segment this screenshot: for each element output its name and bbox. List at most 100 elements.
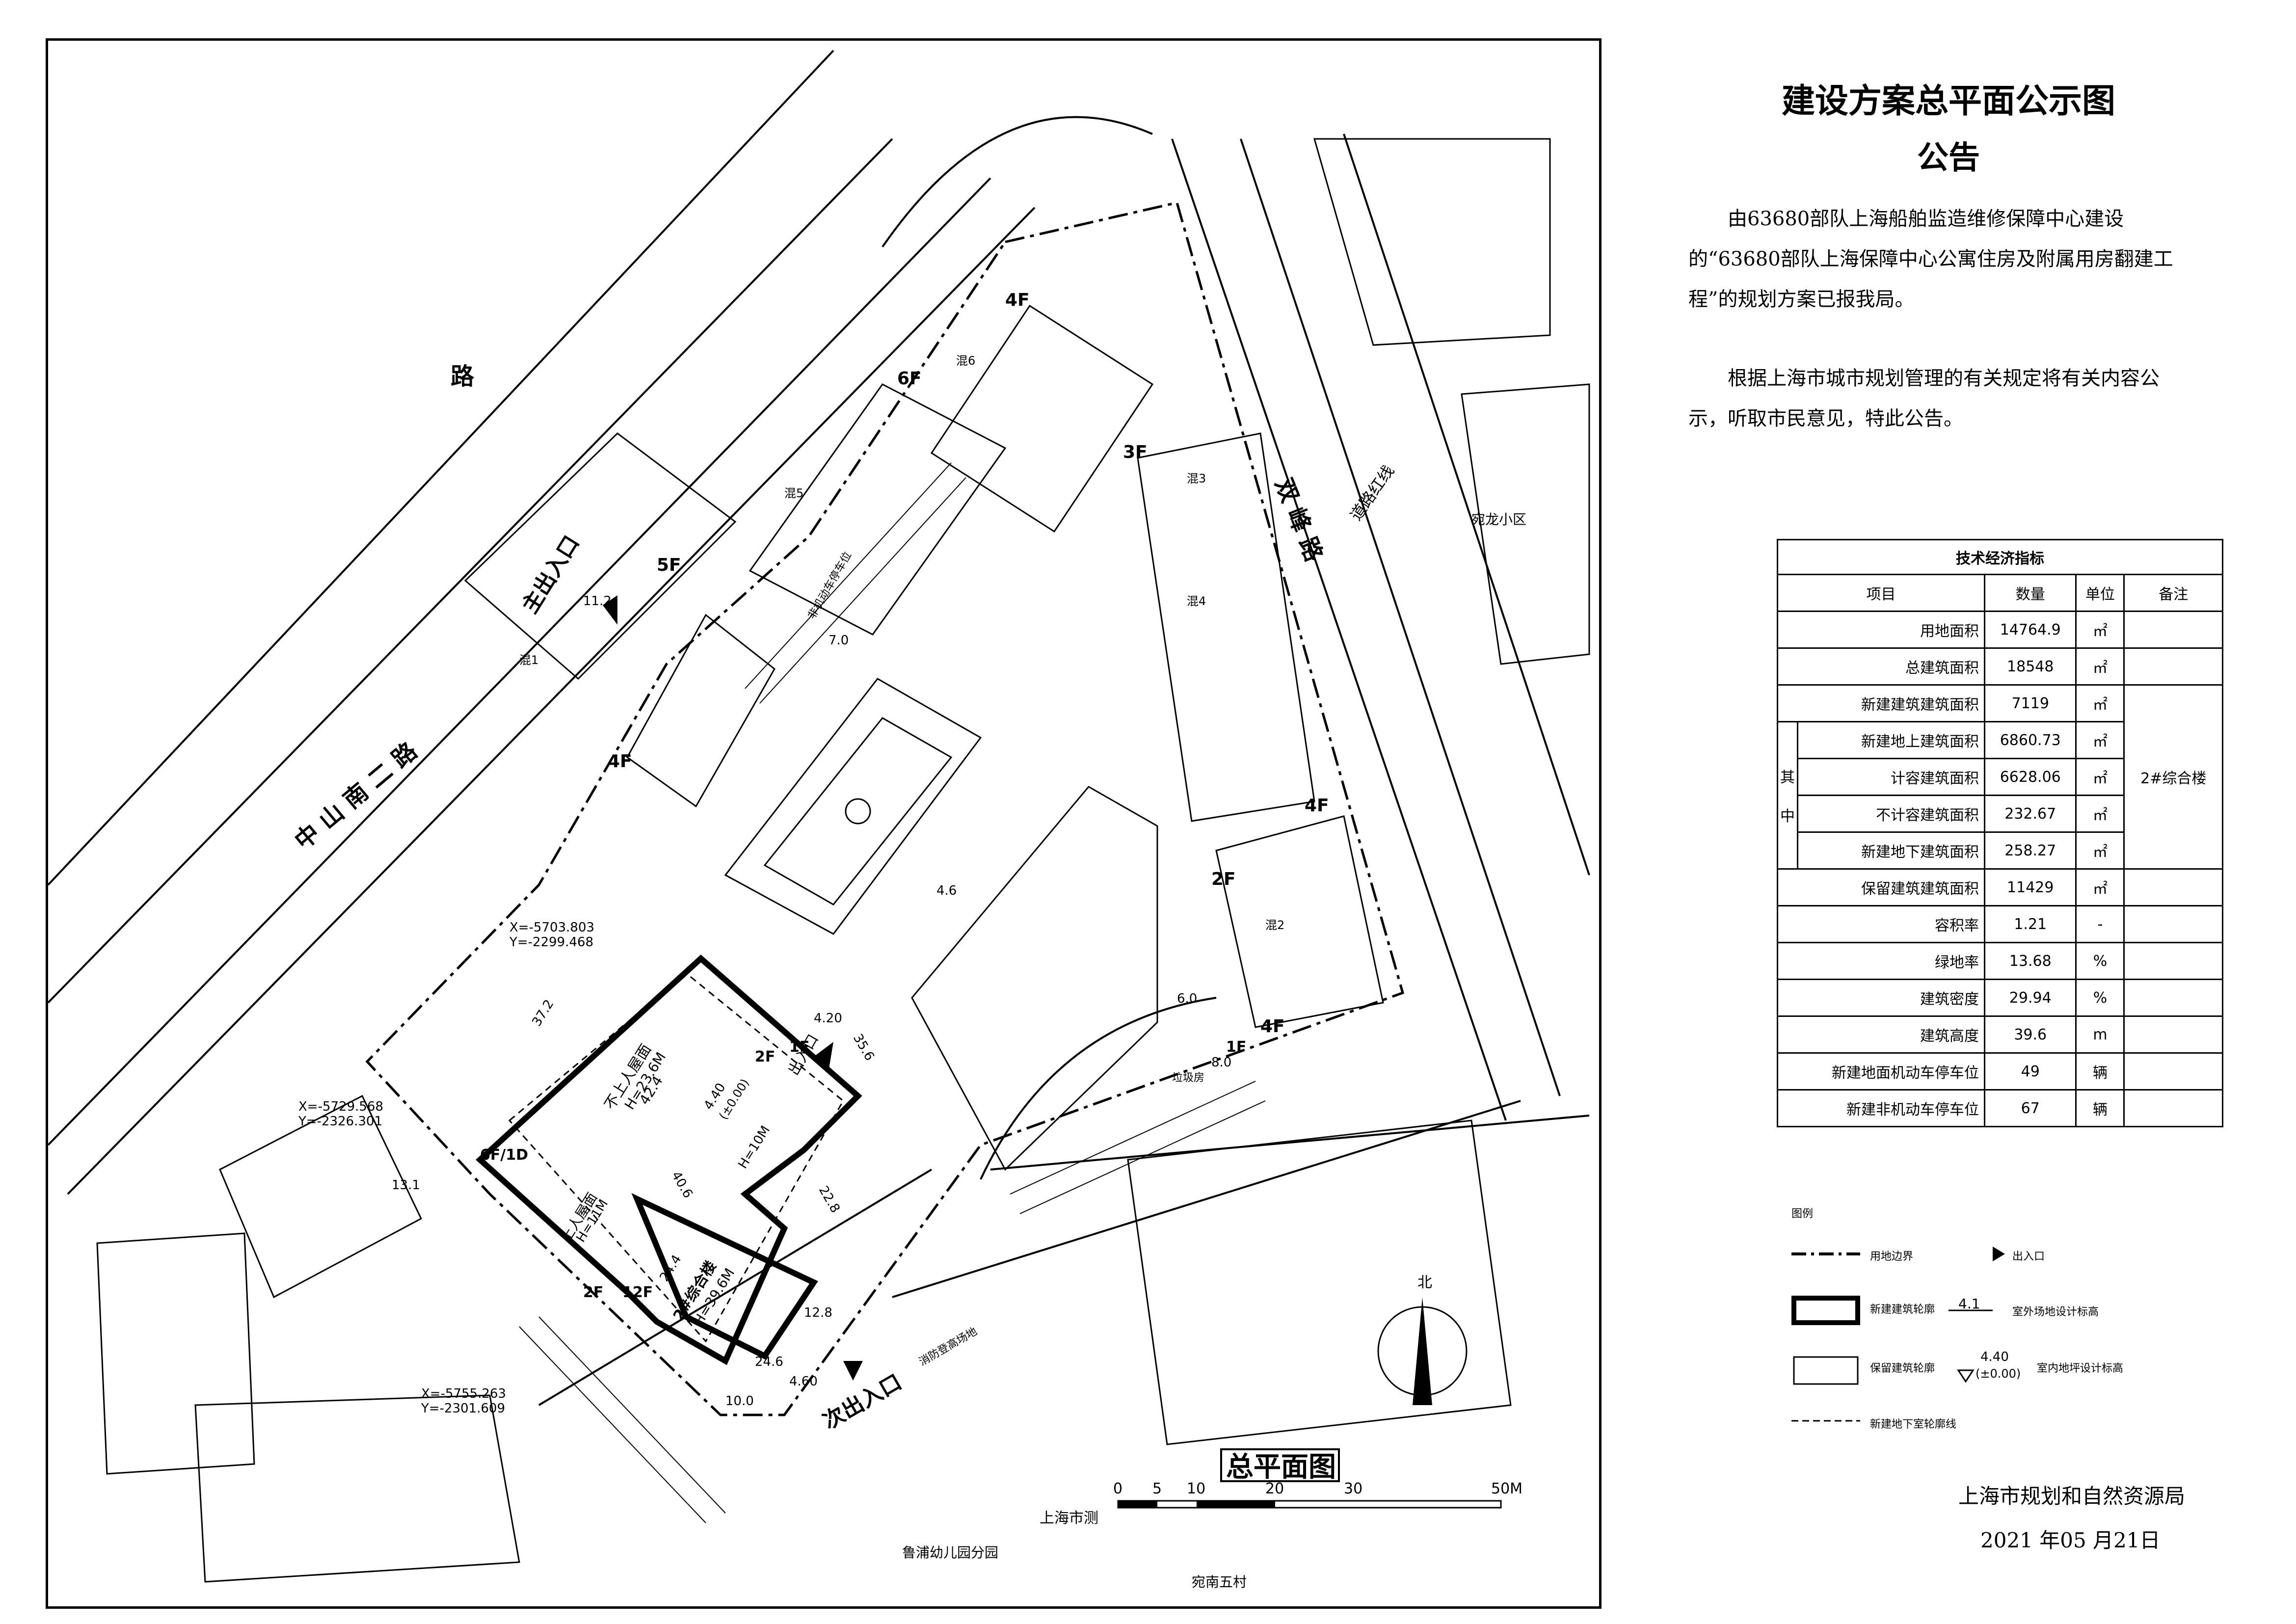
dim-22: 22.8 [816, 1184, 843, 1216]
row-item: 新建地面机动车停车位 [1776, 1052, 1986, 1091]
road-redline-label: 道路红线 [1346, 462, 1398, 524]
scale-50: 50M [1491, 1480, 1522, 1497]
row-qty: 232.67 [1984, 795, 2077, 833]
plan-title: 总平面图 [1226, 1451, 1336, 1483]
legend-outdoor-level-value: 4.1 [1958, 1296, 1980, 1312]
table-row: 不计容建筑面积 232.67 ㎡ [1778, 795, 2223, 833]
row-item: 新建地上建筑面积 [1796, 721, 1986, 759]
kept-buildings [96, 138, 1590, 1583]
legend-title: 图例 [1791, 1208, 1814, 1220]
row-qty: 39.6 [1984, 1015, 2077, 1054]
scale-10: 10 [1187, 1480, 1205, 1497]
legend-basement-label: 新建地下室轮廓线 [1870, 1418, 1957, 1431]
bike-parking-label: 非机动车停车位 [806, 550, 854, 621]
dim-6: 6.0 [1177, 991, 1197, 1006]
row-unit: % [2075, 979, 2125, 1017]
row-note [2123, 1015, 2223, 1054]
legend-outdoor-level-label: 室外场地设计标高 [2012, 1306, 2099, 1318]
legend-boundary-label: 用地边界 [1870, 1251, 1914, 1263]
legend-kept-building-swatch [1793, 1356, 1859, 1385]
row-unit: ㎡ [2075, 611, 2125, 649]
dim-10: 10.0 [725, 1394, 754, 1409]
road-network [48, 50, 1590, 1406]
row-item: 不计容建筑面积 [1796, 795, 1986, 833]
level-420: 4.20 [814, 1011, 842, 1026]
row-item: 新建非机动车停车位 [1776, 1089, 1986, 1127]
row-note [2123, 942, 2223, 980]
legend-entrance-icon [1993, 1247, 2005, 1261]
dim-35: 35.6 [850, 1032, 877, 1064]
scale-20: 20 [1265, 1480, 1284, 1497]
kindergarten-label: 鲁浦幼儿园分园 [902, 1544, 998, 1561]
row-qty: 29.94 [1984, 979, 2077, 1017]
entrance-arrows [603, 595, 863, 1381]
table-row: 新建地面机动车停车位 49 辆 [1776, 1052, 2223, 1091]
shanghai-label: 上海市测 [1040, 1510, 1098, 1527]
page-title: 建设方案总平面公示图 [1781, 81, 2115, 121]
row-item: 新建建筑建筑面积 [1776, 684, 1986, 722]
coord2-x: X=-5729.568 [298, 1099, 383, 1114]
table-row: 保留建筑建筑面积 11429 ㎡ [1776, 868, 2223, 906]
label-hun1: 混1 [519, 653, 538, 667]
row-qty: 258.27 [1984, 831, 2077, 870]
row-unit: - [2075, 905, 2125, 943]
table-row: 总建筑面积 18548 ㎡ [1776, 647, 2223, 686]
floor-4f-a: 4F [608, 751, 632, 772]
legend-kept-building-label: 保留建筑轮廓 [1870, 1362, 1935, 1375]
legend-new-building-label: 新建建筑轮廓 [1870, 1304, 1935, 1316]
dim-13: 13.1 [392, 1178, 420, 1193]
qi-text: 其 [1780, 769, 1795, 786]
row-item: 容积率 [1776, 905, 1986, 943]
floor-12f: 12F [622, 1284, 653, 1301]
floor-2f-c: 2F [583, 1284, 603, 1301]
row-note [2123, 905, 2223, 943]
floor-6f: 6F [897, 369, 922, 389]
row-item: 保留建筑建筑面积 [1776, 868, 1986, 906]
table-row: 其中 新建地上建筑面积 6860.73 ㎡ [1777, 721, 2223, 870]
row-item: 计容建筑面积 [1796, 758, 1986, 796]
wanlong-label: 宛龙小区 [1471, 511, 1526, 528]
coord1-x: X=-5703.803 [509, 920, 594, 935]
wannan-label: 宛南五村 [1192, 1574, 1247, 1590]
col-header-qty: 数量 [1984, 574, 2077, 612]
notice-paragraph-1: 由63680部队上海船舶监造维修保障中心建设的“63680部队上海保障中心公寓住… [1688, 208, 2173, 311]
row-item: 总建筑面积 [1776, 647, 1986, 686]
col-header-note: 备注 [2123, 574, 2223, 612]
row-unit: ㎡ [2075, 758, 2125, 796]
col-header-item: 项目 [1776, 574, 1986, 612]
coord1-y: Y=-2299.468 [509, 935, 593, 950]
row-note [2123, 979, 2223, 1017]
dim-37: 37.2 [529, 997, 557, 1029]
road-label-lu: 路 [451, 363, 475, 390]
table-row: 用地面积 14764.9 ㎡ [1776, 611, 2223, 649]
dim-8: 8.0 [1211, 1055, 1231, 1070]
dim-112: 11.2 [583, 594, 612, 609]
label-hun3: 混3 [1187, 472, 1206, 485]
table-row: 绿地率 13.68 % [1776, 942, 2223, 980]
legend-indoor-level-base: (±0.00) [1976, 1367, 2021, 1381]
plan-title-box [1220, 1448, 1340, 1482]
row-qty: 11429 [1984, 868, 2077, 906]
scale-30: 30 [1344, 1480, 1362, 1497]
new-building-outline [476, 954, 862, 1365]
notice-heading: 公告 [1917, 139, 1980, 176]
table-row: 建筑密度 29.94 % [1776, 979, 2223, 1017]
h10-label: H=10M [735, 1123, 773, 1171]
row-unit: m [2075, 1015, 2125, 1054]
table-row: 建筑高度 39.6 m [1776, 1015, 2223, 1054]
row-qty: 7119 [1984, 684, 2077, 722]
floor-3f: 3F [1123, 442, 1148, 462]
row-unit: ㎡ [2075, 795, 2125, 833]
row-qty: 14764.9 [1984, 611, 2077, 649]
row-qty: 13.68 [1984, 942, 2077, 980]
row-note [2123, 1089, 2223, 1127]
floor-4f-b: 4F [1305, 796, 1329, 816]
dim-246: 24.6 [755, 1355, 783, 1369]
legend-indoor-level-value: 4.40 [1980, 1350, 2009, 1364]
legend-indoor-level-icon [1957, 1369, 1975, 1383]
label-hun2: 混2 [1265, 918, 1284, 932]
row-item: 新建地下建筑面积 [1796, 831, 1986, 870]
floor-5f: 5F [657, 555, 681, 575]
tech-econ-table: 技术经济指标 项目 数量 单位 备注 用地面积 14764.9 ㎡ 总建筑面积 … [1776, 539, 2223, 1127]
coord2-y: Y=-2326.301 [298, 1114, 382, 1129]
